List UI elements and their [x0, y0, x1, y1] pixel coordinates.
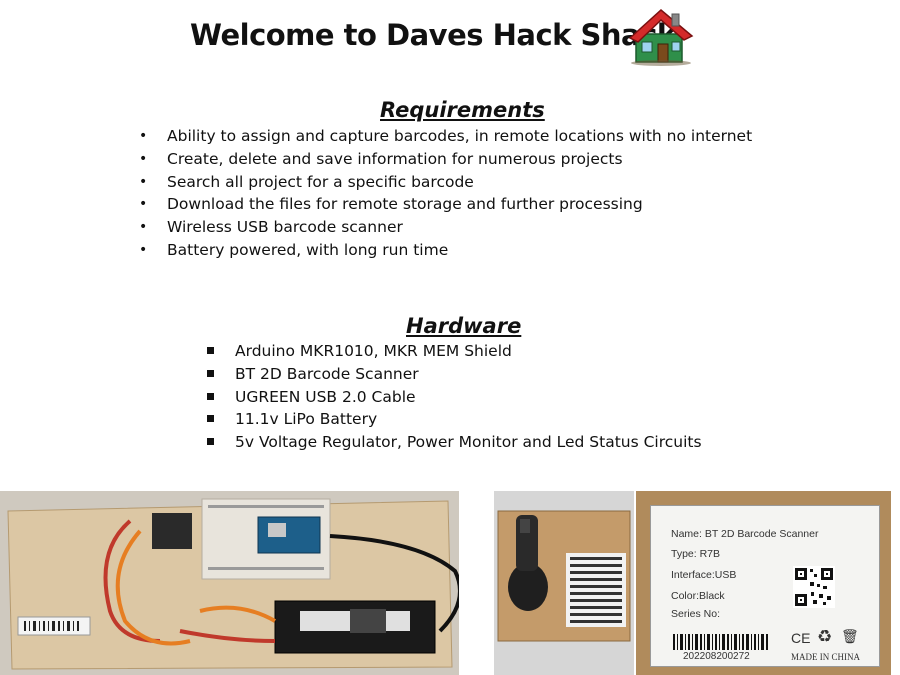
- weee-bin-icon: 🗑: [841, 628, 859, 644]
- page-title: Welcome to Daves Hack Shack: [190, 18, 676, 52]
- hardware-list: Arduino MKR1010, MKR MEM Shield BT 2D Ba…: [205, 340, 702, 454]
- product-label-photo: Name: BT 2D Barcode Scanner Type: R7B In…: [636, 491, 891, 675]
- list-item: 11.1v LiPo Battery: [205, 408, 702, 431]
- requirements-heading: Requirements: [380, 98, 545, 122]
- list-item: Arduino MKR1010, MKR MEM Shield: [205, 340, 702, 363]
- scanner-photo: [494, 491, 634, 675]
- label-name: Name: BT 2D Barcode Scanner: [671, 528, 819, 540]
- list-item: •Search all project for a specific barco…: [139, 172, 474, 191]
- label-serial: 202208200272: [683, 651, 750, 662]
- ce-mark-icon: CE: [791, 630, 811, 646]
- label-made-in: MADE IN CHINA: [791, 652, 860, 662]
- label-interface: Interface:USB: [671, 569, 737, 581]
- house-icon: [628, 9, 694, 66]
- requirements-list: •Ability to assign and capture barcodes,…: [137, 125, 752, 262]
- list-item: UGREEN USB 2.0 Cable: [205, 386, 702, 409]
- barcode-icon: [673, 634, 768, 650]
- list-item: •Create, delete and save information for…: [139, 149, 623, 168]
- list-item: •Wireless USB barcode scanner: [139, 218, 403, 237]
- list-item: •Ability to assign and capture barcodes,…: [139, 127, 753, 145]
- label-color: Color:Black: [671, 590, 725, 602]
- list-item: 5v Voltage Regulator, Power Monitor and …: [205, 431, 702, 454]
- label-type: Type: R7B: [671, 548, 721, 560]
- list-item: •Battery powered, with long run time: [139, 240, 449, 259]
- hardware-photo: [0, 491, 459, 675]
- list-item: •Download the files for remote storage a…: [139, 195, 643, 214]
- recycle-icon: ♻: [817, 627, 833, 646]
- product-label: Name: BT 2D Barcode Scanner Type: R7B In…: [650, 505, 880, 667]
- hardware-heading: Hardware: [406, 314, 522, 338]
- qr-code-icon: [793, 566, 835, 608]
- label-series: Series No:: [671, 608, 721, 620]
- list-item: BT 2D Barcode Scanner: [205, 363, 702, 386]
